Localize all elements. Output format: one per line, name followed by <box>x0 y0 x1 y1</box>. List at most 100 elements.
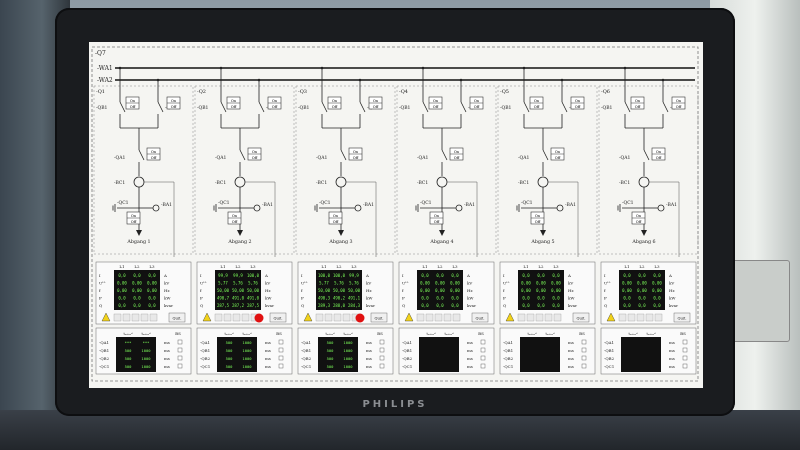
feeder-3: -Q3-QB1-QB2OnOffOnOff-QA1OnOff-BC1-QC1On… <box>295 66 396 375</box>
counter-checkbox[interactable] <box>278 355 284 361</box>
meas-name: Uᴸᴸ <box>99 281 106 286</box>
indicator-icon <box>654 313 663 322</box>
counter-col-2: tₒₙₗₒₐᵈ <box>243 332 253 336</box>
counter-value: 1000 <box>141 348 151 353</box>
ct-symbol <box>638 176 650 188</box>
meas-value: 0,0 <box>537 303 545 308</box>
meas-value: 0,0 <box>133 296 141 301</box>
counter-checkbox[interactable] <box>682 347 688 353</box>
quit-button[interactable] <box>471 312 489 323</box>
counter-checkbox[interactable] <box>581 363 587 369</box>
meas-value: 100,0 <box>247 273 260 278</box>
counter-row-label: -QA1 <box>503 340 513 345</box>
meas-name: f <box>604 288 606 293</box>
qb1-label: -QB1 <box>197 105 209 111</box>
counter-bs: BS <box>680 331 686 336</box>
meas-unit: kW <box>366 296 373 301</box>
off-label: Off <box>534 105 540 109</box>
counter-value: 1000 <box>343 348 353 353</box>
counter-checkbox[interactable] <box>682 355 688 361</box>
qa1-label: -QA1 <box>417 155 428 161</box>
quit-button[interactable] <box>168 312 186 323</box>
ba1-label: -BA1 <box>666 202 677 208</box>
counter-checkbox[interactable] <box>177 339 183 345</box>
meas-value: 5,76 <box>233 281 243 286</box>
counter-checkbox[interactable] <box>682 363 688 369</box>
meas-unit: kvar <box>467 303 476 308</box>
qa1-label: -QA1 <box>114 155 125 161</box>
counter-bs: BS <box>478 331 484 336</box>
off-label: Off <box>575 105 581 109</box>
phase-label: L1 <box>422 264 427 269</box>
vt-symbol <box>657 204 665 212</box>
warning-icon <box>505 312 515 322</box>
alarm-indicator-icon[interactable] <box>355 313 365 323</box>
counter-checkbox[interactable] <box>581 347 587 353</box>
counter-col-1: tₒₙₗₒₐᵈ <box>629 332 639 336</box>
counter-checkbox[interactable] <box>480 363 486 369</box>
counter-unit: ms <box>366 364 372 369</box>
counter-checkbox[interactable] <box>581 339 587 345</box>
counter-checkbox[interactable] <box>379 355 385 361</box>
counter-checkbox[interactable] <box>379 347 385 353</box>
meas-unit: kW <box>568 296 575 301</box>
phase-label: L3 <box>250 264 256 269</box>
counter-checkbox[interactable] <box>278 363 284 369</box>
meas-value: 0,00 <box>435 281 445 286</box>
meas-value: 0,0 <box>638 303 646 308</box>
counter-checkbox[interactable] <box>379 363 385 369</box>
quit-button[interactable] <box>572 312 590 323</box>
counter-checkbox[interactable] <box>480 347 486 353</box>
counter-value: 500 <box>226 340 234 345</box>
counter-checkbox[interactable] <box>682 339 688 345</box>
counter-checkbox[interactable] <box>480 355 486 361</box>
counter-checkbox[interactable] <box>278 347 284 353</box>
indicator-icon <box>627 313 636 322</box>
quit-button[interactable] <box>673 312 691 323</box>
counter-col-2: tₒₙₗₒₐᵈ <box>445 332 455 336</box>
qb1-label: -QB1 <box>601 105 613 111</box>
meas-unit: kV <box>164 281 169 286</box>
quit-button[interactable] <box>269 312 287 323</box>
meas-value: 0,00 <box>637 281 647 286</box>
counter-checkbox[interactable] <box>379 339 385 345</box>
feeder-5: -Q5-QB1-QB2OnOffOnOff-QA1OnOff-BC1-QC1On… <box>497 66 598 375</box>
alarm-indicator-icon[interactable] <box>254 313 264 323</box>
counter-checkbox[interactable] <box>278 339 284 345</box>
counter-checkbox[interactable] <box>480 339 486 345</box>
counter-checkbox[interactable] <box>177 347 183 353</box>
indicator-icon <box>223 313 232 322</box>
counter-checkbox[interactable] <box>177 363 183 369</box>
counter-checkbox[interactable] <box>177 355 183 361</box>
quit-button[interactable] <box>370 312 388 323</box>
qc1-label: -QC1 <box>319 200 331 206</box>
bc1-label: -BC1 <box>417 180 428 186</box>
counter-checkbox[interactable] <box>581 355 587 361</box>
counter-row-label: -QB1 <box>604 348 614 353</box>
feeder-id: -Q1 <box>96 89 105 95</box>
